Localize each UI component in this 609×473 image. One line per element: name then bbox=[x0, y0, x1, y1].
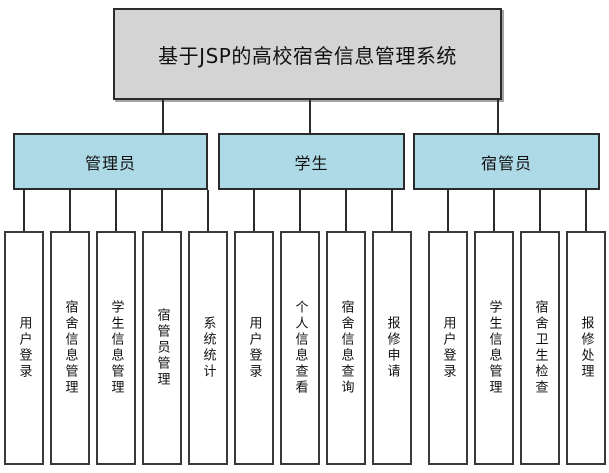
connector-role-2-to-leaf-2-stub bbox=[299, 213, 301, 231]
leaf-node-label: 用户登录 bbox=[246, 316, 262, 380]
leaf-node-1-1[interactable]: 用户登录 bbox=[4, 231, 44, 465]
role-node-2[interactable]: 学生 bbox=[218, 133, 405, 190]
leaf-node-label: 学生信息管理 bbox=[108, 300, 124, 396]
connector-role-3-to-leaf-4-stub bbox=[585, 213, 587, 231]
leaf-node-1-2[interactable]: 宿舍信息管理 bbox=[50, 231, 90, 465]
connector-role-1-to-leaf-3-drop bbox=[115, 190, 117, 213]
connector-role-1-to-leaf-3-stub bbox=[115, 213, 117, 231]
leaf-node-label: 个人信息查看 bbox=[292, 300, 308, 396]
connector-role-3-to-leaf-1-stub bbox=[447, 213, 449, 231]
role-node-label: 宿管员 bbox=[480, 153, 532, 173]
connector-role-3-to-leaf-3-drop bbox=[539, 190, 541, 213]
leaf-node-label: 学生信息管理 bbox=[486, 300, 502, 396]
connector-role-3-to-leaf-1-drop bbox=[447, 190, 449, 213]
root-node-label: 基于JSP的高校宿舍信息管理系统 bbox=[158, 43, 457, 68]
leaf-node-label: 报修处理 bbox=[578, 316, 594, 380]
connector-role-2-to-leaf-3-drop bbox=[345, 190, 347, 213]
leaf-node-2-2[interactable]: 个人信息查看 bbox=[280, 231, 320, 465]
connector-role-3-to-leaf-4-drop bbox=[585, 190, 587, 213]
connector-root-to-role-1 bbox=[162, 100, 164, 133]
leaf-node-label: 宿舍卫生检查 bbox=[532, 300, 548, 396]
leaf-node-label: 用户登录 bbox=[16, 316, 32, 380]
leaf-node-3-4[interactable]: 报修处理 bbox=[566, 231, 606, 465]
connector-role-1-to-leaf-4-stub bbox=[161, 213, 163, 231]
connector-role-2-to-leaf-3-stub bbox=[345, 213, 347, 231]
leaf-node-label: 报修申请 bbox=[384, 316, 400, 380]
connector-role-3-to-leaf-2-stub bbox=[493, 213, 495, 231]
connector-role-1-to-leaf-5-drop bbox=[207, 190, 209, 213]
leaf-node-1-3[interactable]: 学生信息管理 bbox=[96, 231, 136, 465]
leaf-node-label: 宿舍信息管理 bbox=[62, 300, 78, 396]
leaf-node-label: 宿管员管理 bbox=[154, 308, 170, 388]
connector-role-1-to-leaf-1-drop bbox=[23, 190, 25, 213]
leaf-node-3-2[interactable]: 学生信息管理 bbox=[474, 231, 514, 465]
leaf-node-3-1[interactable]: 用户登录 bbox=[428, 231, 468, 465]
leaf-node-3-3[interactable]: 宿舍卫生检查 bbox=[520, 231, 560, 465]
connector-role-1-to-leaf-2-stub bbox=[69, 213, 71, 231]
connector-role-1-to-leaf-2-drop bbox=[69, 190, 71, 213]
role-node-3[interactable]: 宿管员 bbox=[413, 133, 600, 190]
connector-root-to-role-3 bbox=[497, 100, 499, 133]
role-node-label: 管理员 bbox=[84, 153, 136, 173]
connector-role-3-to-leaf-3-stub bbox=[539, 213, 541, 231]
leaf-node-2-3[interactable]: 宿舍信息查询 bbox=[326, 231, 366, 465]
connector-role-1-to-leaf-4-drop bbox=[161, 190, 163, 213]
leaf-node-label: 用户登录 bbox=[440, 316, 456, 380]
leaf-node-2-1[interactable]: 用户登录 bbox=[234, 231, 274, 465]
leaf-node-2-4[interactable]: 报修申请 bbox=[372, 231, 412, 465]
leaf-node-label: 宿舍信息查询 bbox=[338, 300, 354, 396]
role-node-1[interactable]: 管理员 bbox=[13, 133, 208, 190]
connector-root-to-role-2 bbox=[309, 100, 311, 133]
leaf-node-label: 系统统计 bbox=[200, 316, 216, 380]
role-node-label: 学生 bbox=[294, 153, 329, 173]
connector-role-2-to-leaf-1-stub bbox=[253, 213, 255, 231]
connector-role-3-to-leaf-2-drop bbox=[493, 190, 495, 213]
connector-role-1-to-leaf-5-stub bbox=[207, 213, 209, 231]
root-node-system-title: 基于JSP的高校宿舍信息管理系统 bbox=[113, 8, 502, 100]
leaf-node-1-4[interactable]: 宿管员管理 bbox=[142, 231, 182, 465]
connector-role-2-to-leaf-4-drop bbox=[391, 190, 393, 213]
connector-role-2-to-leaf-1-drop bbox=[253, 190, 255, 213]
leaf-node-1-5[interactable]: 系统统计 bbox=[188, 231, 228, 465]
connector-role-2-to-leaf-2-drop bbox=[299, 190, 301, 213]
connector-role-2-to-leaf-4-stub bbox=[391, 213, 393, 231]
connector-role-1-to-leaf-1-stub bbox=[23, 213, 25, 231]
